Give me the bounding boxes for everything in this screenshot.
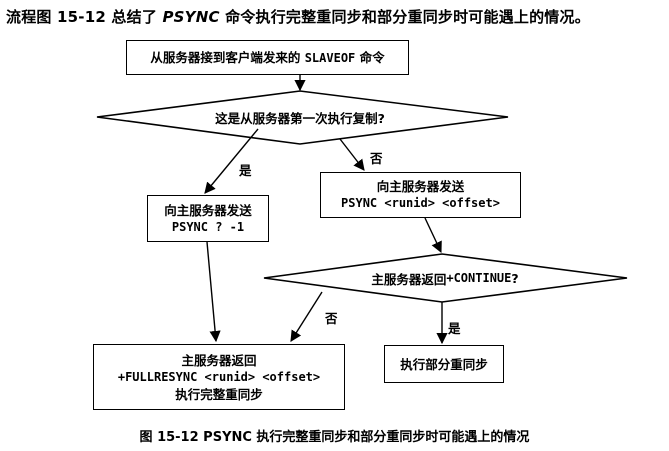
node-send-partial-line1: 向主服务器发送 (376, 179, 465, 194)
node-full-resync: 主服务器返回 +FULLRESYNC <runid> <offset> 执行完整… (93, 344, 345, 410)
node-full-resync-line3: 执行完整重同步 (175, 386, 263, 402)
edge-label-no-1: 否 (370, 151, 383, 166)
intro-emphasis: PSYNC (162, 8, 220, 26)
node-full-resync-line1: 主服务器返回 (181, 352, 257, 368)
node-start-tail: 命令 (355, 49, 385, 65)
node-full-resync-code: +FULLRESYNC <runid> <offset> (117, 369, 321, 384)
node-partial-resync-text: 执行部分重同步 (400, 356, 488, 372)
decision2-code: +CONTINUE (446, 271, 512, 285)
node-start-text: 从服务器接到客户端发来的 (150, 49, 305, 65)
decision1-text: 这是从服务器第一次执行复制? (215, 110, 385, 126)
decision-diamond-first-replication (96, 90, 509, 145)
node-start-code: SLAVEOF (304, 50, 356, 65)
edge-label-yes-1: 是 (239, 163, 252, 178)
decision2-label: 主服务器返回 +CONTINUE ? (300, 268, 590, 288)
arrow-full-to-fullresync (206, 241, 221, 343)
arrow-decision1-yes (204, 128, 259, 194)
decision-diamond-continue (263, 253, 628, 303)
decision2-text: 主服务器返回 (371, 271, 447, 287)
arrow-partial-to-decision2 (424, 217, 442, 254)
edge-label-yes-2: 是 (448, 321, 461, 336)
intro-suffix: 命令执行完整重同步和部分重同步时可能遇上的情况。 (219, 8, 590, 26)
node-send-partial-code: PSYNC <runid> <offset> (341, 196, 500, 210)
arrow-decision2-no (290, 291, 323, 342)
decision1-label: 这是从服务器第一次执行复制? (150, 107, 450, 127)
node-send-psync-partial: 向主服务器发送 PSYNC <runid> <offset> (320, 172, 521, 218)
edge-label-no-2: 否 (325, 311, 338, 326)
intro-sentence: 流程图 15-12 总结了 PSYNC 命令执行完整重同步和部分重同步时可能遇上… (6, 6, 590, 27)
intro-prefix: 流程图 15-12 总结了 (6, 8, 163, 26)
figure-caption: 图 15-12 PSYNC 执行完整重同步和部分重同步时可能遇上的情况 (139, 430, 530, 445)
node-send-psync-full: 向主服务器发送 PSYNC ? -1 (147, 195, 269, 242)
node-partial-resync: 执行部分重同步 (384, 345, 504, 383)
decision2-tail: ? (511, 270, 519, 286)
arrow-decision1-no (339, 138, 365, 171)
node-send-full-line1: 向主服务器发送 (164, 202, 252, 218)
node-send-full-code: PSYNC ? -1 (171, 219, 245, 234)
node-start-slaveof: 从服务器接到客户端发来的 SLAVEOF 命令 (126, 40, 409, 75)
